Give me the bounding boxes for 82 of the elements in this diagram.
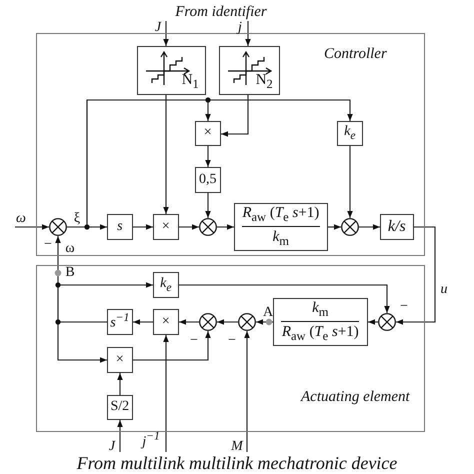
signal-arrow <box>117 420 123 452</box>
signal-arrow <box>205 146 211 167</box>
block-label: k$_{e}$ <box>160 276 172 294</box>
transfer-function-term: R$_{aw}$ (T$_{e}$ s+1) <box>242 204 320 226</box>
summing-junction <box>198 218 217 236</box>
signal-arrow <box>244 331 250 452</box>
summing-junction <box>198 312 217 331</box>
block-label: S/2 <box>110 400 130 414</box>
block-label: k$_{e}$ <box>344 125 356 142</box>
minus-sign: − <box>400 299 408 315</box>
transfer-function-term: k$_{m}$ <box>312 298 328 320</box>
signal-arrow <box>163 335 169 452</box>
block-label: k/s <box>388 218 406 235</box>
block-label: × <box>162 220 170 234</box>
multiplier-block <box>194 120 221 146</box>
signal-label: ω <box>65 241 75 257</box>
block-label: × <box>116 352 124 367</box>
gain-block <box>194 166 221 193</box>
signal-arrow <box>217 224 234 230</box>
point-label: B <box>65 265 75 281</box>
summing-junction <box>238 312 256 331</box>
panel-title: Controller <box>324 46 387 63</box>
signal-arrow <box>221 95 249 137</box>
differentiator-block <box>106 214 133 240</box>
signal-arrow <box>328 224 341 230</box>
signal-label: u <box>440 282 448 298</box>
signal-arrow <box>368 319 378 325</box>
signal-arrow <box>163 21 169 46</box>
signal-arrow <box>396 226 436 325</box>
gain-block <box>152 272 179 298</box>
nonlinearity-block <box>218 46 280 95</box>
multiplier-block <box>152 308 179 335</box>
transfer-function-term: k$_{m}$ <box>272 228 289 250</box>
signal-arrow <box>217 319 238 325</box>
block-label: × <box>204 126 212 140</box>
signal-label: J <box>108 439 116 455</box>
signal-arrow <box>179 284 390 313</box>
block-label: N$_{2}$ <box>256 73 273 91</box>
signal-arrow <box>133 331 211 361</box>
signal-arrow <box>359 224 380 230</box>
panel-title: Actuating element <box>301 389 410 406</box>
nonlinearity-block <box>136 46 206 95</box>
signal-label: J <box>154 20 162 36</box>
signal-label: ω <box>16 211 26 227</box>
summing-junction <box>378 312 396 331</box>
transfer-function-block <box>234 202 328 251</box>
transfer-function-term: R$_{aw}$ (T$_{e}$ s+1) <box>282 323 359 345</box>
gain-block <box>336 120 363 146</box>
block-label: 0,5 <box>199 172 217 187</box>
source-text: From identifier <box>160 3 282 21</box>
signal-arrow <box>179 319 199 325</box>
summing-junction <box>340 218 359 236</box>
point-label: A <box>262 305 274 321</box>
minus-sign: − <box>190 333 198 349</box>
signal-label: ξ <box>74 211 80 227</box>
minus-sign: − <box>228 333 236 349</box>
signal-arrow <box>179 224 199 230</box>
minus-sign: − <box>44 237 52 253</box>
signal-arrow <box>15 224 49 230</box>
signal-arrow <box>205 193 211 218</box>
signal-arrow <box>133 319 153 325</box>
block-label: s$^{−1}$ <box>110 312 130 332</box>
block-label: × <box>162 314 170 329</box>
transfer-function-block <box>272 298 368 346</box>
block-label: s <box>117 220 123 234</box>
gain-block <box>106 394 133 420</box>
summing-junction <box>48 218 67 236</box>
signal-arrow <box>245 21 251 46</box>
multiplier-block <box>152 214 179 240</box>
integrator-block <box>380 214 414 240</box>
block-label: N$_{1}$ <box>182 73 199 91</box>
signal-arrow <box>347 146 353 218</box>
multiplier-block <box>106 346 133 373</box>
signal-label: j <box>238 20 242 36</box>
signal-label: M <box>231 439 243 455</box>
controller-panel <box>36 33 425 256</box>
signal-label: j$^{−1}$ <box>142 430 160 450</box>
signal-arrow <box>117 373 123 395</box>
signal-arrow <box>133 224 153 230</box>
signal-arrow <box>163 95 169 214</box>
actuating-element-panel <box>36 265 425 432</box>
source-text: From multilink multilink mechatronic device <box>62 452 412 473</box>
